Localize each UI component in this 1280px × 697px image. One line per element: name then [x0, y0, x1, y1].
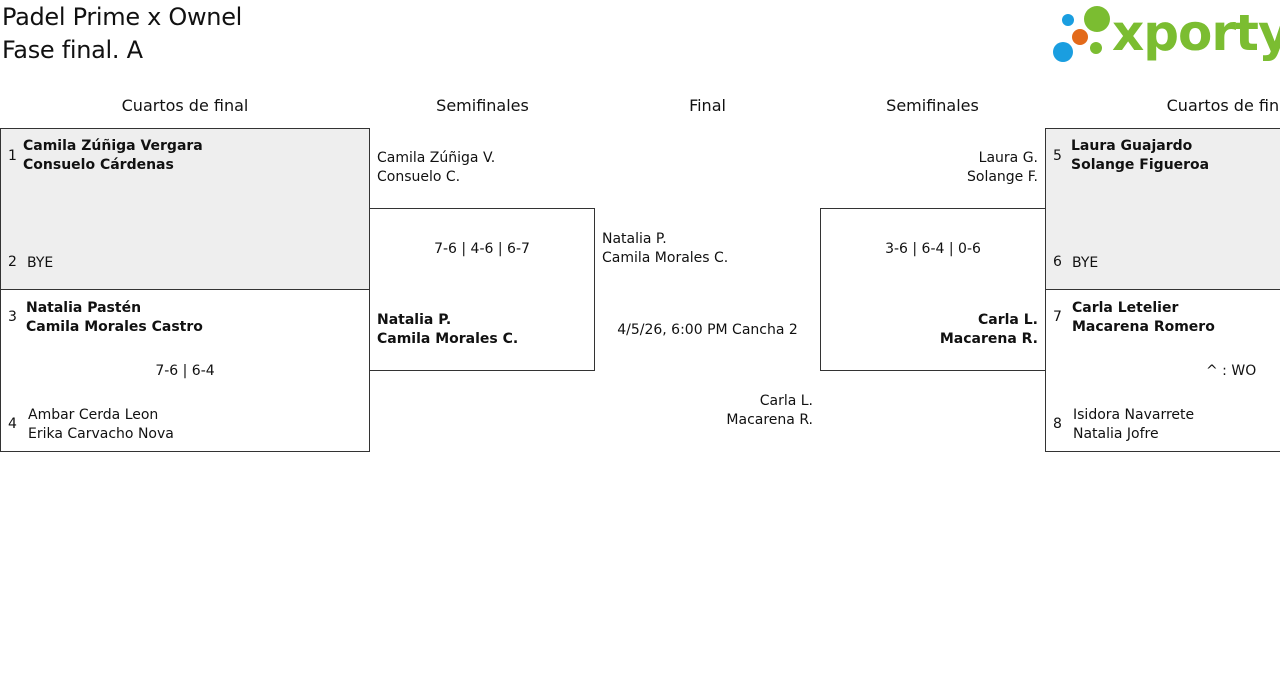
player-name: Carla Letelier — [1072, 300, 1179, 316]
player-name: Carla L. — [759, 393, 813, 409]
player-name: Erika Carvacho Nova — [28, 426, 174, 442]
final-match-info: 4/5/26, 6:00 PM Cancha 2 — [617, 322, 798, 338]
seed-number: 1 — [8, 148, 17, 164]
player-name: Solange F. — [967, 169, 1038, 185]
player-name: Camila Zúñiga Vergara — [23, 138, 203, 154]
player-name-bye: BYE — [27, 255, 54, 271]
player-name: Macarena R. — [939, 331, 1038, 347]
player-name: Consuelo Cárdenas — [23, 157, 174, 173]
logo-dot-blue-small — [1062, 14, 1074, 26]
player-name: Camila Zúñiga V. — [377, 150, 496, 166]
column-header-semifinals-left: Semifinales — [436, 96, 529, 115]
seed-number: 8 — [1053, 416, 1062, 432]
player-name: Ambar Cerda Leon — [28, 407, 159, 423]
player-name: Macarena R. — [726, 412, 813, 428]
match-card-qf3[interactable]: 5 Laura Guajardo Solange Figueroa 6 BYE — [1045, 128, 1280, 290]
column-header-semifinals-right: Semifinales — [886, 96, 979, 115]
player-name: Carla L. — [978, 312, 1038, 328]
player-name: Isidora Navarrete — [1073, 407, 1195, 423]
player-name: Natalia P. — [377, 312, 452, 328]
page-title: Padel Prime x Ownel — [2, 3, 243, 31]
final-team-top: Natalia P. Camila Morales C. — [602, 230, 728, 268]
seed-number: 6 — [1053, 254, 1062, 270]
seed-number: 4 — [8, 416, 17, 432]
column-header-quarterfinals-left: Cuartos de final — [121, 96, 249, 115]
match-score: 3-6 | 6-4 | 0-6 — [885, 241, 981, 257]
semifinal-right-team-top: Laura G. Solange F. — [820, 149, 1038, 187]
player-name: Consuelo C. — [377, 169, 461, 185]
player-name: Solange Figueroa — [1071, 157, 1210, 173]
seed-number: 3 — [8, 309, 17, 325]
logo-dot-green — [1084, 6, 1110, 32]
seed-number: 5 — [1053, 148, 1062, 164]
match-card-qf1[interactable]: 1 Camila Zúñiga Vergara Consuelo Cárdena… — [0, 128, 370, 290]
player-name: Camila Morales C. — [377, 331, 519, 347]
match-card-qf2[interactable]: 3 Natalia Pastén Camila Morales Castro 7… — [0, 289, 370, 452]
player-name: Natalia P. — [602, 231, 667, 247]
player-name: Laura Guajardo — [1071, 138, 1193, 154]
semifinal-left-team-top: Camila Zúñiga V. Consuelo C. — [377, 149, 495, 187]
match-card-qf4[interactable]: 7 Carla Letelier Macarena Romero ^ : WO … — [1045, 289, 1280, 452]
match-score: 7-6 | 4-6 | 6-7 — [434, 241, 530, 257]
column-header-quarterfinals-right: Cuartos de final — [1166, 96, 1280, 115]
player-name: Camila Morales Castro — [26, 319, 203, 335]
logo-wordmark: xporty — [1112, 4, 1280, 62]
player-name: Camila Morales C. — [602, 250, 729, 266]
player-name: Natalia Jofre — [1073, 426, 1159, 442]
logo-dot-green-small — [1090, 42, 1102, 54]
seed-number: 7 — [1053, 309, 1062, 325]
logo-dot-orange — [1072, 29, 1088, 45]
xporty-logo: xporty — [1050, 4, 1280, 66]
final-team-bottom: Carla L. Macarena R. — [595, 392, 813, 430]
player-name: Laura G. — [978, 150, 1038, 166]
player-name-bye: BYE — [1072, 255, 1099, 271]
page-subtitle: Fase final. A — [2, 36, 143, 64]
player-name: Natalia Pastén — [26, 300, 142, 316]
player-name: Macarena Romero — [1072, 319, 1215, 335]
logo-dot-blue-large — [1053, 42, 1073, 62]
match-card-semifinal-left[interactable]: 7-6 | 4-6 | 6-7 Natalia P. Camila Morale… — [369, 208, 595, 371]
match-card-semifinal-right[interactable]: 3-6 | 6-4 | 0-6 Carla L. Macarena R. — [820, 208, 1046, 371]
column-header-final: Final — [689, 96, 726, 115]
match-score: ^ : WO — [1206, 363, 1257, 379]
seed-number: 2 — [8, 254, 17, 270]
match-score: 7-6 | 6-4 — [155, 363, 215, 379]
